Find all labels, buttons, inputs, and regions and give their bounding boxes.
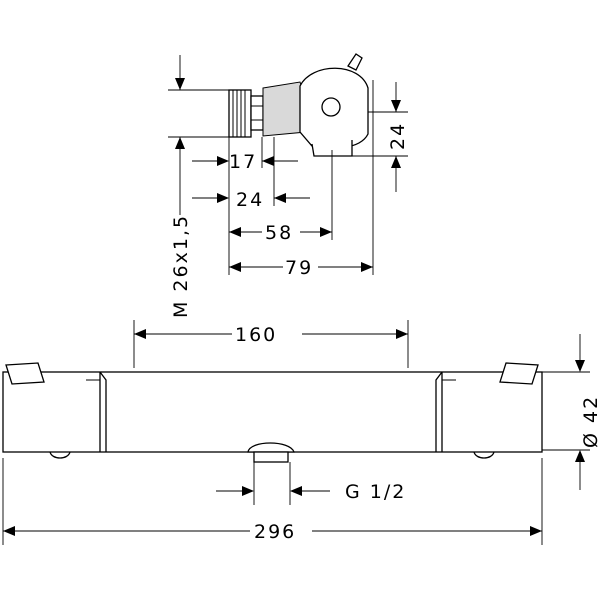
dimension-296-label: 296 [254,521,296,543]
outlet-pipe [253,451,289,463]
thread-lines [232,90,246,137]
housing-bottom-tab [311,140,353,157]
side-height-24-label: 24 [387,122,409,150]
threaded-connector [228,89,252,138]
left-foot [49,451,71,459]
connector-nut [250,95,264,131]
dimension-79-label: 79 [285,257,313,279]
housing-center-hole [321,97,341,117]
side-view: M 26x1,5 24 17 24 58 79 [168,53,409,318]
dimension-24-label: 24 [236,189,264,211]
center-panel [99,371,107,452]
thermostat-body [2,371,543,453]
housing-top-nib [347,53,363,71]
thread-size-label: M 26x1,5 [170,214,192,318]
dimension-58-label: 58 [265,222,293,244]
front-view: 160 G 1/2 Ø 42 [2,320,600,545]
right-foot [473,451,495,459]
dimension-17-label: 17 [229,151,257,173]
dimension-160-label: 160 [235,324,277,346]
diameter-42-label: Ø 42 [580,395,600,448]
outlet-thread-label: G 1/2 [345,481,406,503]
outlet-connector [247,442,295,453]
right-end-cap [499,362,539,385]
left-end-cap [5,362,45,385]
valve-housing [299,67,369,149]
